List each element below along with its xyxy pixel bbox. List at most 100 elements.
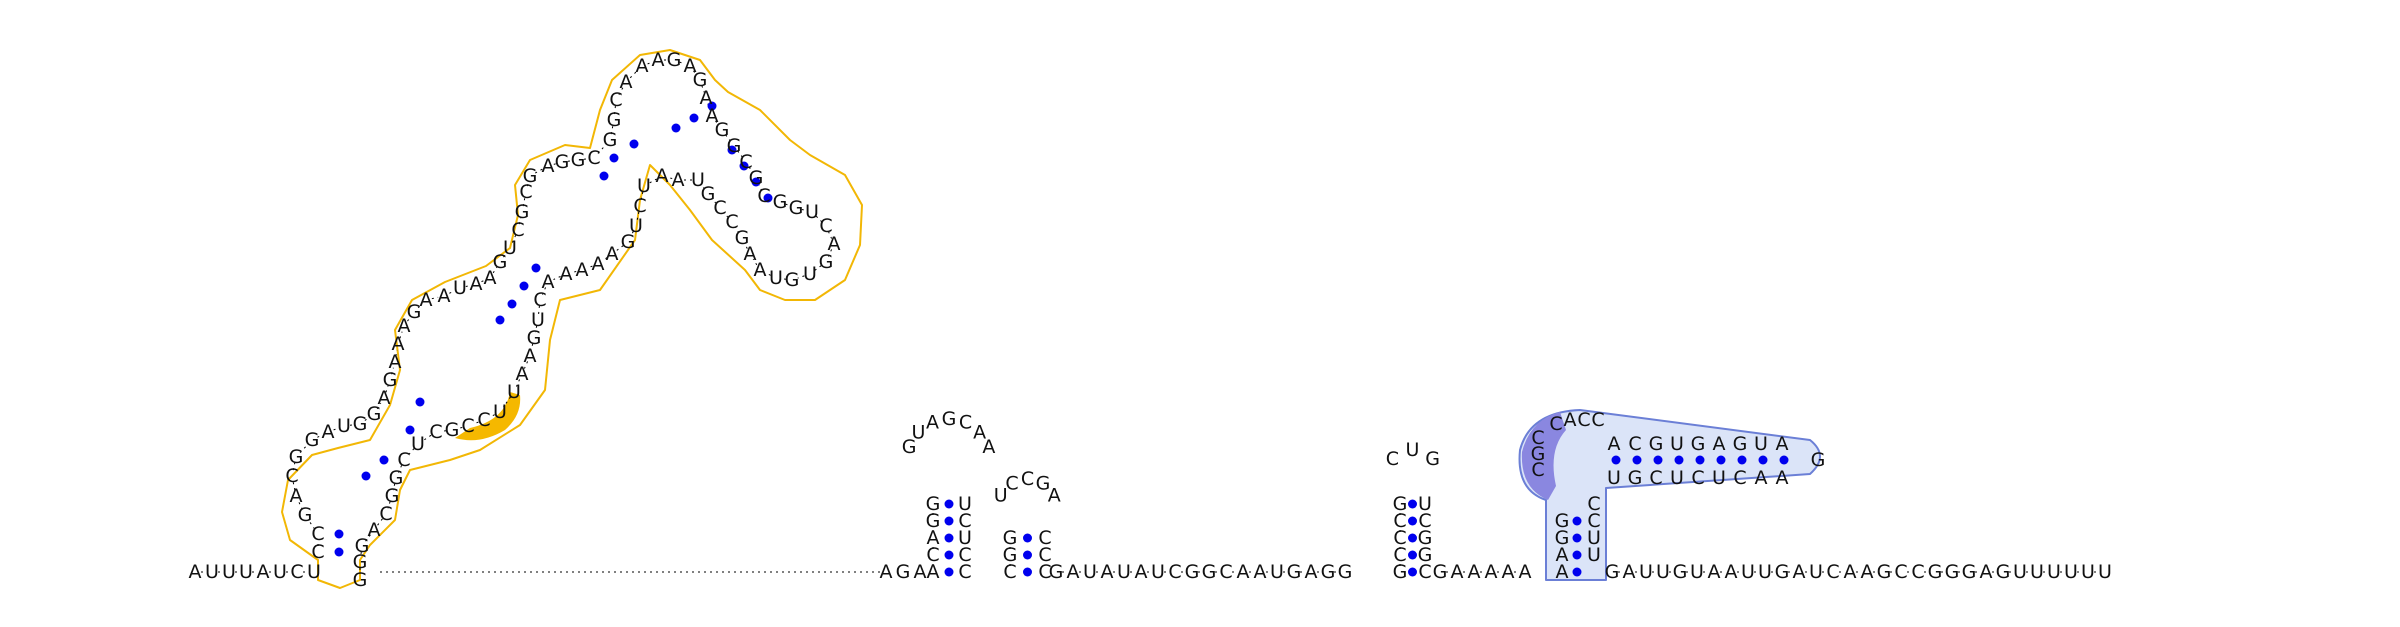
nucleotide-hairpin-left-1: C	[311, 523, 324, 545]
nucleotide-5prime-6: C	[290, 561, 303, 583]
nucleotide-hairpin-right-2-loopT3: C	[1591, 409, 1604, 431]
base-pair-right-2-arm-6	[1737, 455, 1747, 465]
nucleotide-3prime-23: G	[1996, 561, 2011, 583]
nucleotide-3prime-26: U	[2047, 561, 2061, 583]
nucleotide-hairpin-left-66: U	[637, 175, 651, 197]
nucleotide-linker2-11: A	[1237, 561, 1250, 583]
nucleotide-hairpin-right-1-L2: C	[1393, 527, 1406, 549]
nucleotide-hairpin-left-9: G	[353, 413, 368, 435]
nucleotide-hairpin-middle-1-R2: U	[958, 527, 972, 549]
base-pair-left-5	[415, 397, 425, 407]
nucleotide-linker3-1: A	[1451, 561, 1464, 583]
nucleotide-hairpin-left-92: G	[355, 535, 370, 557]
nucleotide-hairpin-middle-2-loop3: G	[1036, 472, 1051, 494]
nucleotide-hairpin-right-2-loopL0: C	[1531, 459, 1544, 481]
nucleotide-3prime-16: G	[1877, 561, 1892, 583]
nucleotide-linker2-6: U	[1151, 561, 1165, 583]
base-pair-right-1-3	[1408, 516, 1417, 526]
nucleotide-3prime-0: G	[1605, 561, 1620, 583]
nucleotide-hairpin-right-2-L1: A	[1556, 544, 1569, 566]
nucleotide-3prime-18: C	[1911, 561, 1924, 583]
nucleotide-hairpin-left-3: A	[290, 485, 303, 507]
nucleotide-hairpin-left-57: A	[754, 259, 767, 281]
nucleotide-hairpin-middle-2-loop4: A	[1048, 484, 1061, 506]
nucleotide-hairpin-left-37: A	[652, 49, 665, 71]
nucleotide-3prime-11: A	[1793, 561, 1806, 583]
nucleotide-hairpin-left-54: U	[803, 263, 817, 285]
base-pair-middle-2-0	[1023, 567, 1032, 577]
base-pair-left-7	[507, 299, 517, 309]
nucleotide-hairpin-left-13: A	[389, 351, 402, 373]
base-pair-right-2-stem-2	[1572, 533, 1582, 543]
nucleotide-hairpin-left-11: A	[378, 387, 391, 409]
nucleotide-hairpin-right-2-armB6: C	[1649, 467, 1662, 489]
nucleotide-hairpin-right-2-L3: G	[1555, 510, 1570, 532]
nucleotide-hairpin-middle-2-loop1: C	[1005, 472, 1018, 494]
nucleotide-hairpin-left-41: A	[700, 87, 713, 109]
base-pair-left-9	[531, 263, 541, 273]
base-pair-right-2-arm-3	[1674, 455, 1684, 465]
nucleotide-hairpin-left-29: G	[555, 151, 570, 173]
nucleotide-3prime-28: U	[2081, 561, 2095, 583]
nucleotide-linker3-5: A	[1519, 561, 1532, 583]
nucleotide-hairpin-left-64: A	[672, 169, 685, 191]
base-pair-left-0	[334, 547, 344, 557]
nucleotide-hairpin-middle-1-R3: C	[958, 544, 971, 566]
base-pair-left-2	[361, 471, 371, 481]
nucleotide-linker2-9: G	[1202, 561, 1217, 583]
base-pair-right-2-stem-3	[1572, 516, 1582, 526]
nucleotide-3prime-8: U	[1741, 561, 1755, 583]
nucleotide-hairpin-middle-1-loop2: A	[926, 411, 939, 433]
nucleotide-hairpin-right-2-R3: U	[1587, 544, 1601, 566]
nucleotide-hairpin-left-33: G	[607, 109, 622, 131]
nucleotide-linker2-1: A	[1067, 561, 1080, 583]
nucleotide-3prime-3: U	[1656, 561, 1670, 583]
nucleotide-hairpin-left-18: A	[438, 285, 451, 307]
nucleotide-linker3-4: A	[1502, 561, 1515, 583]
nucleotide-hairpin-left-8: U	[337, 415, 351, 437]
nucleotide-linker2-17: G	[1338, 561, 1353, 583]
nucleotide-hairpin-middle-1-L1: C	[926, 544, 939, 566]
base-pair-middle-2-2	[1023, 533, 1032, 543]
backbone-layer	[201, 59, 2099, 574]
nucleotide-hairpin-left-79: A	[516, 363, 529, 385]
nucleotide-hairpin-left-44: G	[727, 135, 742, 157]
base-pair-left-18	[751, 177, 761, 187]
nucleotide-hairpin-right-1-R3: G	[1418, 544, 1433, 566]
nucleotide-hairpin-left-60: C	[725, 211, 738, 233]
nucleotide-hairpin-left-69: G	[621, 231, 636, 253]
nucleotide-hairpin-left-16: G	[407, 301, 422, 323]
nucleotide-hairpin-left-5: G	[289, 446, 304, 468]
nucleotide-hairpin-left-51: C	[819, 215, 832, 237]
base-pair-right-2-arm-8	[1779, 455, 1789, 465]
base-pair-left-19	[763, 193, 773, 203]
nucleotide-hairpin-left-75: C	[533, 289, 546, 311]
nucleotide-linker2-2: U	[1083, 561, 1097, 583]
nucleotide-hairpin-middle-1-L2: A	[927, 527, 940, 549]
base-pair-left-10	[599, 171, 609, 181]
nucleotide-3prime-22: A	[1980, 561, 1993, 583]
nucleotide-3prime-12: U	[1809, 561, 1823, 583]
nucleotide-hairpin-middle-1-L4: G	[926, 493, 941, 515]
nucleotide-5prime-5: U	[273, 561, 287, 583]
nucleotide-hairpin-left-82: C	[477, 409, 490, 431]
nucleotide-hairpin-right-2-armT5: A	[1713, 433, 1726, 455]
nucleotide-hairpin-middle-1-loop6: A	[982, 436, 995, 458]
base-pair-right-2-arm-0	[1611, 455, 1621, 465]
nucleotide-hairpin-left-91: A	[368, 519, 381, 541]
nucleotide-linker2-5: A	[1135, 561, 1148, 583]
nucleotide-linker2-14: G	[1287, 561, 1302, 583]
nucleotide-hairpin-left-48: G	[773, 191, 788, 213]
nucleotide-hairpin-right-2-L2: G	[1555, 527, 1570, 549]
nucleotide-hairpin-left-55: G	[785, 269, 800, 291]
nucleotide-3prime-6: A	[1708, 561, 1721, 583]
nucleotide-hairpin-left-56: U	[769, 267, 783, 289]
nucleotide-hairpin-middle-1-L0: A	[927, 561, 940, 583]
nucleotide-3prime-15: A	[1861, 561, 1874, 583]
nucleotide-hairpin-middle-1-loop1: U	[911, 421, 925, 443]
nucleotide-hairpin-left-68: U	[629, 215, 643, 237]
nucleotide-linker2-16: G	[1321, 561, 1336, 583]
nucleotide-hairpin-left-40: G	[693, 69, 708, 91]
nucleotide-hairpin-left-6: G	[305, 429, 320, 451]
